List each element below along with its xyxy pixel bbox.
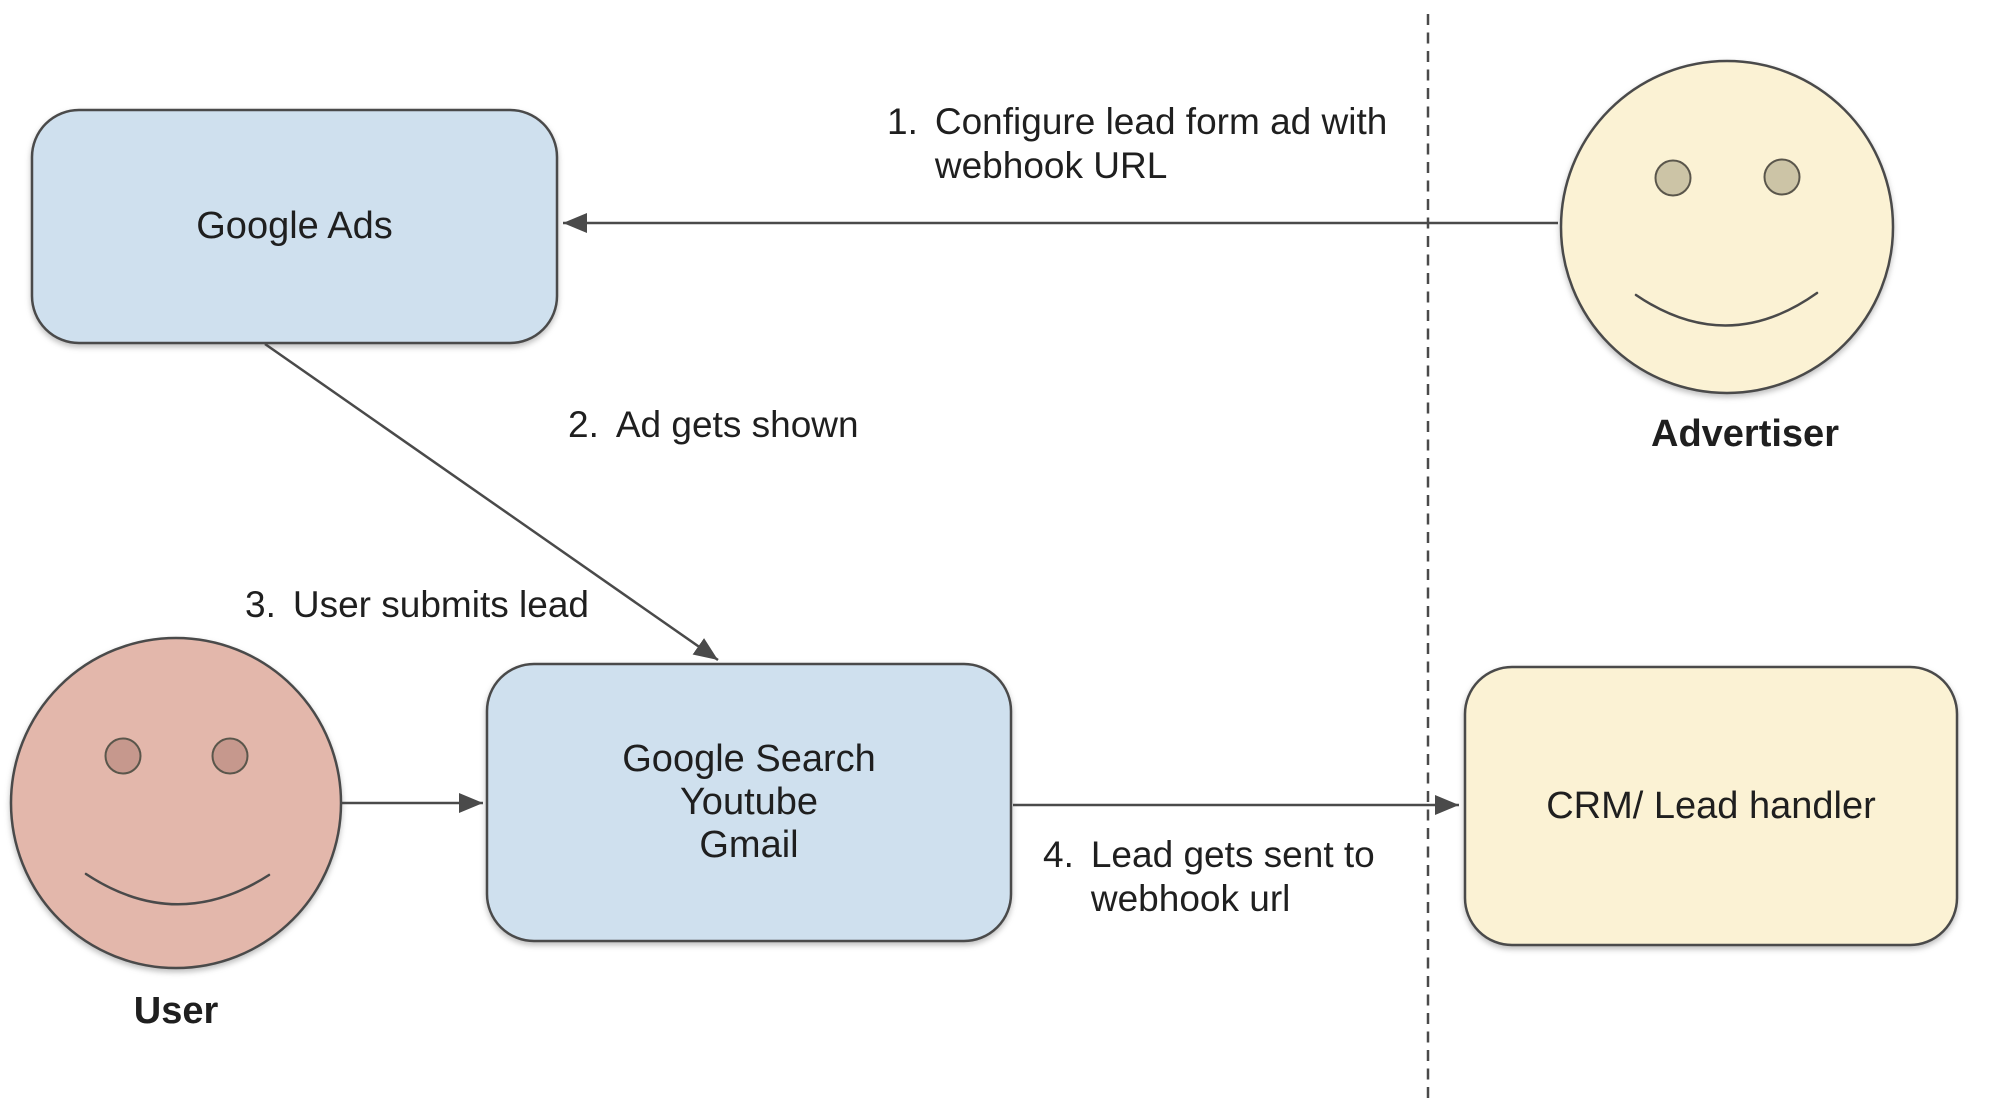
step-1-line-2: webhook URL: [934, 145, 1168, 186]
step-3-number: 3.: [245, 584, 276, 625]
step-1-line-1: Configure lead form ad with: [934, 101, 1388, 142]
platforms-line-gmail: Gmail: [699, 824, 799, 866]
step-4-line-1: Lead gets sent to: [1090, 834, 1375, 875]
google-ads-box: [30, 108, 559, 345]
advertiser-right-eye: [1763, 158, 1801, 196]
user-right-eye: [211, 737, 249, 775]
step-1-configure-lead-form: 1. Configure lead form ad with webhook U…: [887, 100, 1387, 188]
advertiser-smile: [1634, 291, 1819, 327]
user-left-eye: [104, 737, 142, 775]
advertiser-name: Advertiser: [1651, 413, 1839, 455]
arrow-ad-gets-shown: [264, 342, 719, 662]
step-2-line-1: Ad gets shown: [615, 404, 859, 445]
advertiser-face: [1559, 59, 1895, 395]
user-face: [9, 636, 343, 970]
step-1-number: 1.: [887, 101, 918, 142]
step-4-lead-sent-to-webhook: 4. Lead gets sent to webhook url: [1043, 833, 1375, 921]
crm-label-text: CRM/ Lead handler: [1546, 784, 1876, 827]
platforms-box: [485, 662, 1013, 943]
user-smile: [84, 872, 271, 906]
google-ads-label: Google Ads: [32, 110, 557, 343]
step-4-number: 4.: [1043, 834, 1074, 875]
step-4-line-2: webhook url: [1090, 878, 1291, 919]
crm-label: CRM/ Lead handler: [1465, 667, 1957, 945]
step-2-number: 2.: [568, 404, 599, 445]
platforms-line-google-search: Google Search: [622, 738, 876, 780]
advertiser-left-eye: [1654, 159, 1692, 197]
platforms-label: Google Search Youtube Gmail: [487, 664, 1011, 941]
step-3-line-1: User submits lead: [292, 584, 589, 625]
step-3-user-submits-lead: 3. User submits lead: [245, 583, 589, 627]
google-ads-label-text: Google Ads: [196, 205, 393, 247]
step-2-ad-gets-shown: 2. Ad gets shown: [568, 403, 859, 447]
platforms-line-youtube: Youtube: [679, 781, 819, 823]
user-name: User: [133, 990, 219, 1032]
crm-box: [1463, 665, 1959, 947]
